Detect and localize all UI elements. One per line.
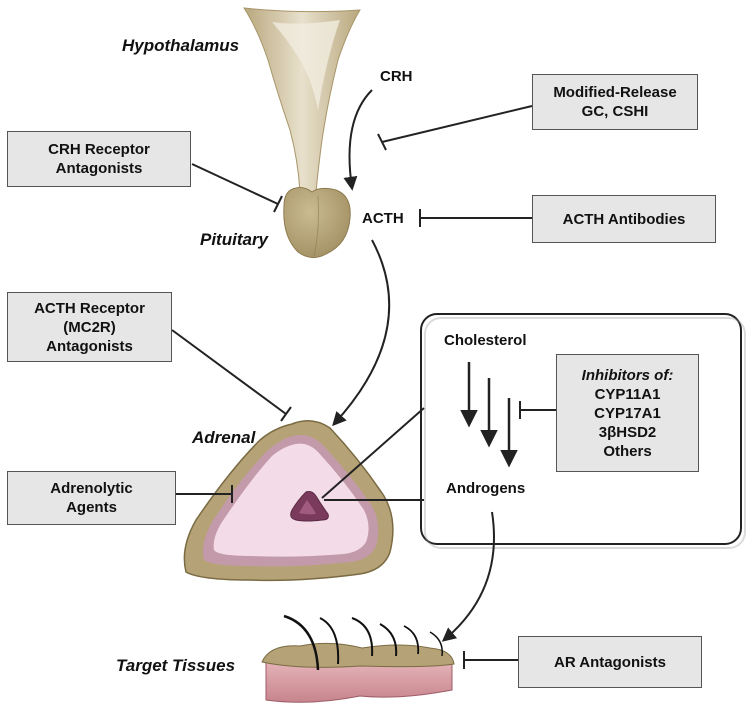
inhibition-ar-antagonists xyxy=(463,651,518,669)
target-tissue-skin xyxy=(265,661,453,703)
inhibition-acth-receptor xyxy=(171,329,292,422)
hair-5 xyxy=(403,625,420,655)
target-tissues-label: Target Tissues xyxy=(116,656,236,675)
acth-antibodies-box: ACTH Antibodies xyxy=(532,195,716,243)
acth-receptor-antagonists-box: ACTH Receptor (MC2R) Antagonists xyxy=(7,292,172,362)
acth-to-adrenal-arrow xyxy=(332,239,391,427)
crh-to-acth-arrow xyxy=(343,89,373,191)
acth-label: ACTH xyxy=(362,210,404,227)
inhibition-crh-receptor xyxy=(191,163,283,213)
inhibitors-title: Inhibitors of: xyxy=(581,366,674,384)
ar-antagonists-box: AR Antagonists xyxy=(518,636,702,688)
adrenolytic-agents-box: Adrenolytic Agents xyxy=(7,471,176,525)
inhibitor-item: CYP11A1 xyxy=(594,385,661,403)
inhibitor-item: Others xyxy=(603,442,652,460)
hypothalamus-shape xyxy=(243,7,361,193)
pituitary-label: Pituitary xyxy=(200,230,269,249)
pituitary-gland xyxy=(283,187,351,258)
hair-1 xyxy=(283,614,320,671)
adrenal-inner xyxy=(213,443,369,557)
adrenal-label: Adrenal xyxy=(192,428,256,447)
crh-label: CRH xyxy=(380,68,413,85)
androgens-to-tissue-arrow xyxy=(441,511,495,642)
androgens-label: Androgens xyxy=(446,480,526,497)
inhibition-adrenolytic xyxy=(176,485,233,503)
hair-2 xyxy=(319,617,340,665)
hair-3 xyxy=(351,617,374,657)
cholesterol-label: Cholesterol xyxy=(444,332,527,349)
hair-4 xyxy=(379,623,398,657)
inhibition-acth-antibodies xyxy=(419,209,532,227)
inhibitor-item: CYP17A1 xyxy=(594,404,661,422)
inhibitor-item: 3βHSD2 xyxy=(598,423,657,441)
hypothalamus-label: Hypothalamus xyxy=(122,36,240,55)
inhibitors-box: Inhibitors of: CYP11A1 CYP17A1 3βHSD2 Ot… xyxy=(556,354,699,472)
callout-line-top xyxy=(321,407,425,499)
crh-receptor-antagonists-box: CRH Receptor Antagonists xyxy=(7,131,191,187)
inhibition-synthesis xyxy=(519,401,556,419)
inhibition-modified-release xyxy=(377,105,533,151)
modified-release-gc-box: Modified-Release GC, CSHI xyxy=(532,74,698,130)
hair-6 xyxy=(429,631,443,657)
